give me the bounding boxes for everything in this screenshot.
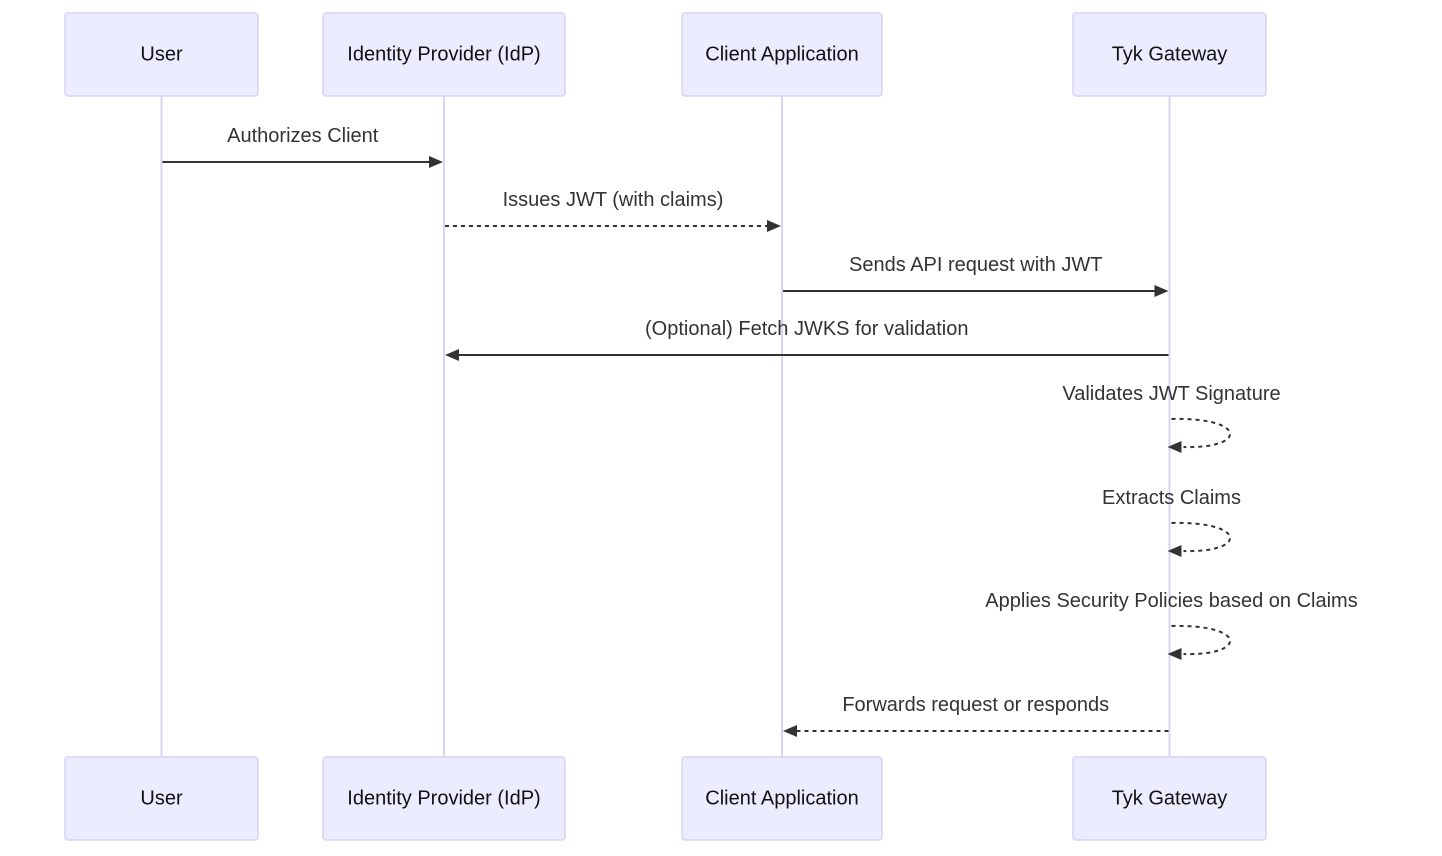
message-arrowhead: [767, 220, 781, 232]
actor-label: User: [140, 44, 183, 66]
message-label: Issues JWT (with claims): [503, 189, 724, 211]
message-arrowhead: [1167, 648, 1182, 660]
actor-box: [1072, 12, 1267, 97]
message-1: Issues JWT (with claims): [445, 189, 781, 232]
actor-label: Tyk Gateway: [1112, 44, 1228, 66]
actor-box: [64, 12, 259, 97]
message-6: Applies Security Policies based on Claim…: [985, 590, 1358, 660]
message-arrowhead: [429, 156, 443, 168]
actor-label: User: [140, 788, 183, 810]
message-arrowhead: [1167, 545, 1182, 557]
actor-client-bottom: Client Application: [681, 756, 883, 841]
actor-label: Client Application: [705, 788, 858, 810]
message-label: Forwards request or responds: [842, 694, 1109, 716]
message-label: Authorizes Client: [227, 125, 379, 147]
actor-user-top: User: [64, 12, 259, 97]
actor-box: [681, 756, 883, 841]
message-7: Forwards request or responds: [783, 694, 1169, 737]
message-arrowhead: [783, 725, 797, 737]
actor-user-bottom: User: [64, 756, 259, 841]
message-5: Extracts Claims: [1102, 487, 1241, 557]
actor-label: Client Application: [705, 44, 858, 66]
message-3: (Optional) Fetch JWKS for validation: [445, 318, 1169, 361]
actor-gateway-top: Tyk Gateway: [1072, 12, 1267, 97]
lifelines: [160, 96, 1171, 757]
message-arrowhead: [1154, 285, 1169, 297]
actor-client-top: Client Application: [681, 12, 883, 97]
actor-box: [681, 12, 883, 97]
message-arrowhead: [445, 349, 459, 361]
actor-idp-bottom: Identity Provider (IdP): [322, 756, 566, 841]
message-label: Applies Security Policies based on Claim…: [985, 590, 1357, 612]
message-2: Sends API request with JWT: [783, 254, 1169, 297]
actor-box: [322, 12, 566, 97]
message-label: Sends API request with JWT: [849, 254, 1102, 276]
message-label: Extracts Claims: [1102, 487, 1241, 509]
actor-idp-top: Identity Provider (IdP): [322, 12, 566, 97]
message-arrowhead: [1167, 441, 1182, 453]
message-4: Validates JWT Signature: [1062, 383, 1281, 453]
actor-box: [64, 756, 259, 841]
message-label: (Optional) Fetch JWKS for validation: [645, 318, 968, 340]
actor-label: Tyk Gateway: [1112, 788, 1228, 810]
actor-box: [322, 756, 566, 841]
actor-label: Identity Provider (IdP): [347, 788, 540, 810]
actor-gateway-bottom: Tyk Gateway: [1072, 756, 1267, 841]
message-label: Validates JWT Signature: [1062, 383, 1280, 405]
actor-box: [1072, 756, 1267, 841]
message-0: Authorizes Client: [162, 125, 443, 168]
actor-label: Identity Provider (IdP): [347, 44, 540, 66]
